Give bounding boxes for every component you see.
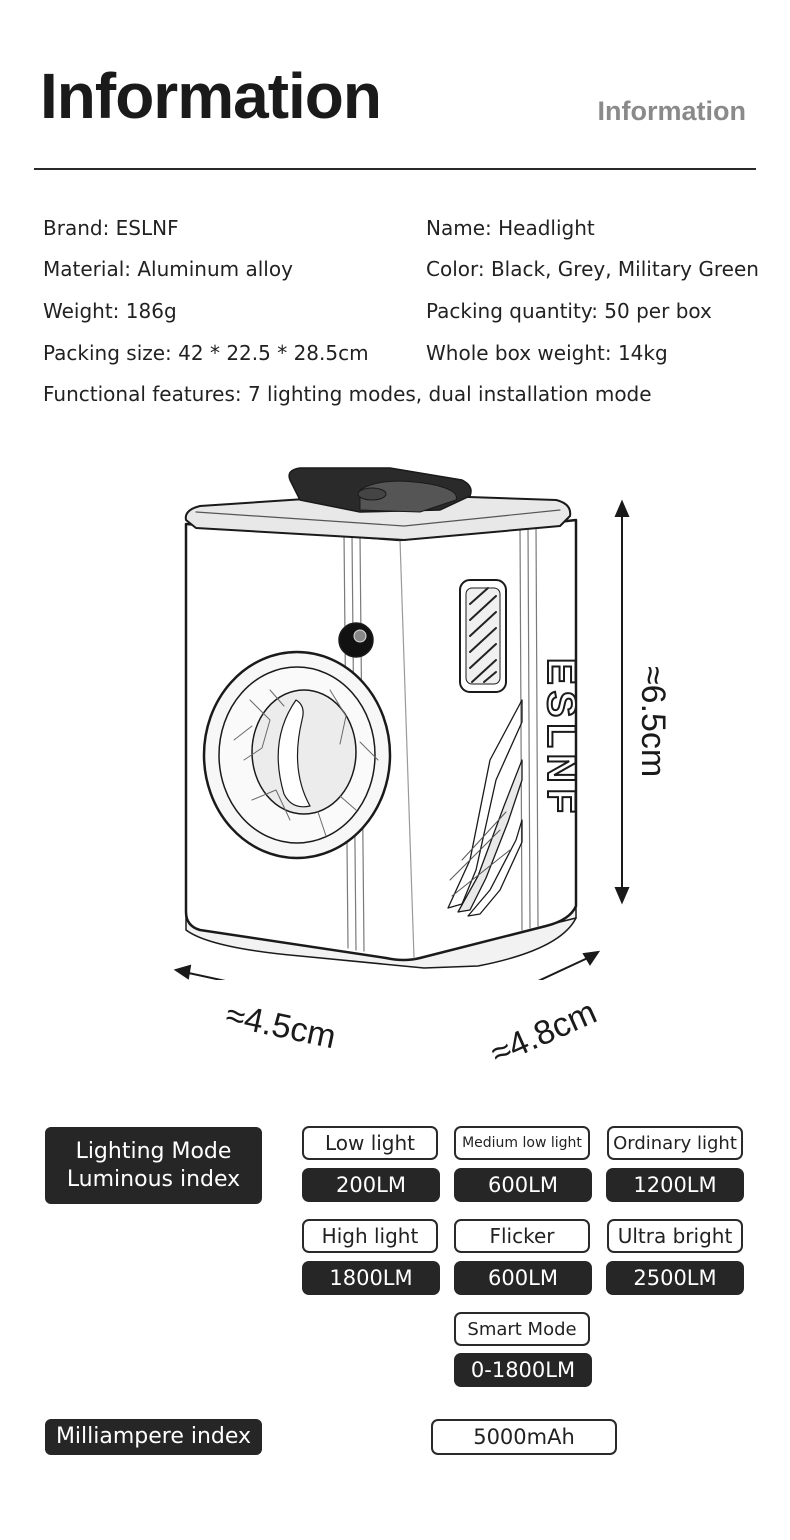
mode-low-light-value: 200LM xyxy=(302,1168,440,1202)
mode-ordinary-light-value: 1200LM xyxy=(606,1168,744,1202)
lighting-mode-label-line2: Luminous index xyxy=(66,1166,241,1192)
page-subtitle: Information xyxy=(597,96,747,126)
spec-weight: Weight: 186g xyxy=(43,299,177,323)
mode-smart: Smart Mode xyxy=(454,1312,590,1346)
depth-dimension-label: ≈4.8cm xyxy=(485,992,603,1073)
height-dimension-label: ≈6.5cm xyxy=(634,666,672,778)
spec-packing-quantity: Packing quantity: 50 per box xyxy=(426,299,712,323)
battery-label-text: Milliampere index xyxy=(55,1424,252,1450)
mode-medium-low-light: Medium low light xyxy=(454,1126,590,1160)
spec-brand: Brand: ESLNF xyxy=(43,216,179,240)
lighting-mode-label: Lighting Mode Luminous index xyxy=(45,1127,262,1204)
spec-features: Functional features: 7 lighting modes, d… xyxy=(43,382,652,406)
mode-smart-value: 0-1800LM xyxy=(454,1353,592,1387)
battery-label: Milliampere index xyxy=(45,1419,262,1455)
mode-ordinary-light: Ordinary light xyxy=(607,1126,743,1160)
product-logo: ESLNF xyxy=(539,658,583,819)
mode-flicker: Flicker xyxy=(454,1219,590,1253)
mode-ultra-bright-value: 2500LM xyxy=(606,1261,744,1295)
mode-ultra-bright: Ultra bright xyxy=(607,1219,743,1253)
lighting-mode-label-line1: Lighting Mode xyxy=(75,1139,232,1164)
spec-packing-size: Packing size: 42 * 22.5 * 28.5cm xyxy=(43,341,369,365)
mode-flicker-value: 600LM xyxy=(454,1261,592,1295)
spec-name: Name: Headlight xyxy=(426,216,595,240)
spec-box-weight: Whole box weight: 14kg xyxy=(426,341,668,365)
spec-material: Material: Aluminum alloy xyxy=(43,257,293,281)
header-divider xyxy=(34,168,756,170)
mode-low-light: Low light xyxy=(302,1126,438,1160)
spec-color: Color: Black, Grey, Military Green xyxy=(426,257,759,281)
mode-high-light-value: 1800LM xyxy=(302,1261,440,1295)
mode-high-light: High light xyxy=(302,1219,438,1253)
battery-value: 5000mAh xyxy=(431,1419,617,1455)
mode-medium-low-light-value: 600LM xyxy=(454,1168,592,1202)
width-dimension-label: ≈4.5cm xyxy=(222,996,340,1057)
headlight-illustration: ESLNF xyxy=(173,467,630,980)
page-title: Information xyxy=(40,60,382,132)
